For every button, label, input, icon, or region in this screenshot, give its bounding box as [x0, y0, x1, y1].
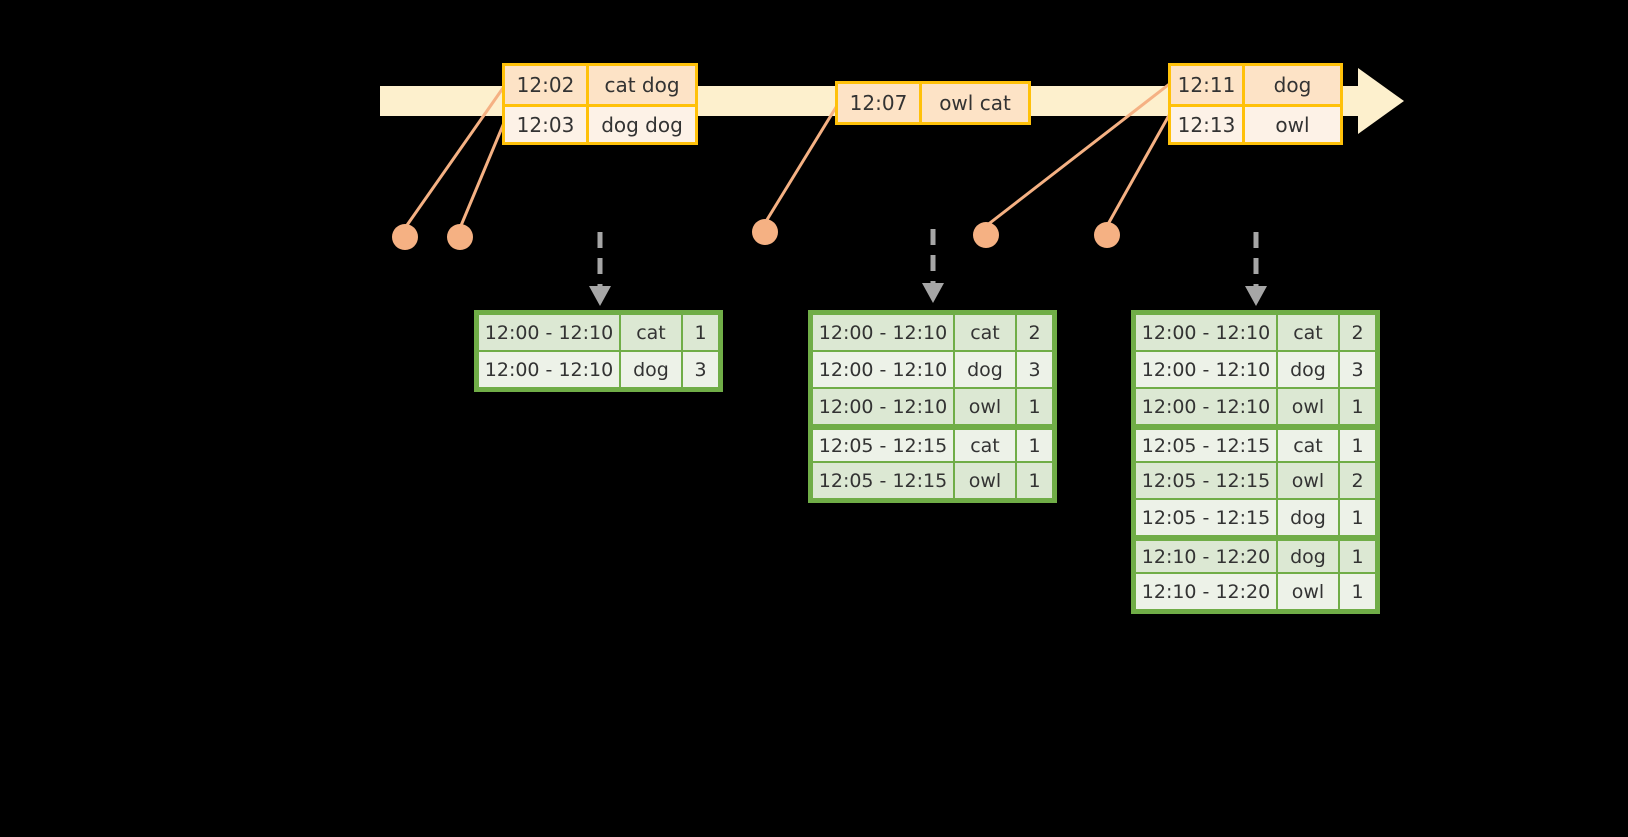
- cell-window: 12:10 - 12:20: [1135, 573, 1277, 610]
- cell-window: 12:05 - 12:15: [812, 429, 954, 462]
- event-row: 12:03 dog dog: [505, 104, 695, 142]
- cell-key: dog: [1277, 499, 1339, 536]
- cell-count: 2: [1339, 314, 1376, 351]
- emit-arrow-2-icon: [922, 229, 944, 303]
- event-value: dog dog: [589, 107, 695, 142]
- cell-count: 3: [682, 351, 719, 388]
- event-value: cat dog: [589, 66, 695, 104]
- cell-window: 12:00 - 12:10: [1135, 314, 1277, 351]
- cell-key: owl: [954, 462, 1016, 499]
- cell-window: 12:00 - 12:10: [478, 351, 620, 388]
- event-box-3: 12:11 dog 12:13 owl: [1168, 63, 1343, 145]
- event-dot-1203: [447, 224, 473, 250]
- cell-key: cat: [620, 314, 682, 351]
- cell-count: 1: [1339, 388, 1376, 425]
- cell-count: 3: [1339, 351, 1376, 388]
- cell-key: dog: [1277, 540, 1339, 573]
- cell-key: dog: [954, 351, 1016, 388]
- cell-window: 12:00 - 12:10: [812, 388, 954, 425]
- emit-arrow-1-icon: [589, 232, 611, 306]
- cell-key: cat: [1277, 314, 1339, 351]
- cell-window: 12:10 - 12:20: [1135, 540, 1277, 573]
- cell-count: 1: [1016, 462, 1053, 499]
- cell-key: owl: [1277, 388, 1339, 425]
- cell-key: cat: [1277, 429, 1339, 462]
- cell-window: 12:05 - 12:15: [1135, 429, 1277, 462]
- cell-count: 1: [1016, 429, 1053, 462]
- event-row: 12:07 owl cat: [838, 84, 1028, 122]
- cell-count: 1: [1339, 540, 1376, 573]
- event-value: dog: [1245, 66, 1340, 104]
- emit-arrow-3-icon: [1245, 232, 1267, 306]
- cell-window: 12:00 - 12:10: [1135, 388, 1277, 425]
- cell-window: 12:00 - 12:10: [1135, 351, 1277, 388]
- cell-key: dog: [620, 351, 682, 388]
- event-dot-1202: [392, 224, 418, 250]
- cell-count: 1: [1339, 573, 1376, 610]
- cell-count: 3: [1016, 351, 1053, 388]
- event-box-2: 12:07 owl cat: [835, 81, 1031, 125]
- event-row: 12:02 cat dog: [505, 66, 695, 104]
- cell-key: owl: [954, 388, 1016, 425]
- cell-window: 12:00 - 12:10: [478, 314, 620, 351]
- cell-window: 12:05 - 12:15: [1135, 499, 1277, 536]
- cell-count: 1: [1339, 429, 1376, 462]
- cell-count: 1: [1339, 499, 1376, 536]
- event-row: 12:11 dog: [1171, 66, 1340, 104]
- event-time: 12:03: [505, 107, 589, 142]
- cell-key: owl: [1277, 462, 1339, 499]
- timeline-arrow-icon: [1358, 68, 1404, 134]
- event-time: 12:02: [505, 66, 589, 104]
- event-row: 12:13 owl: [1171, 104, 1340, 142]
- cell-window: 12:00 - 12:10: [812, 314, 954, 351]
- cell-count: 2: [1016, 314, 1053, 351]
- event-time: 12:13: [1171, 107, 1245, 142]
- event-dot-1207: [752, 219, 778, 245]
- cell-key: cat: [954, 429, 1016, 462]
- event-time: 12:07: [838, 84, 922, 122]
- event-dot-1213: [1094, 222, 1120, 248]
- cell-window: 12:05 - 12:15: [1135, 462, 1277, 499]
- event-box-1: 12:02 cat dog 12:03 dog dog: [502, 63, 698, 145]
- cell-window: 12:00 - 12:10: [812, 351, 954, 388]
- cell-key: cat: [954, 314, 1016, 351]
- event-time: 12:11: [1171, 66, 1245, 104]
- event-value: owl cat: [922, 84, 1028, 122]
- cell-window: 12:05 - 12:15: [812, 462, 954, 499]
- event-value: owl: [1245, 107, 1340, 142]
- cell-key: dog: [1277, 351, 1339, 388]
- cell-key: owl: [1277, 573, 1339, 610]
- cell-count: 1: [1016, 388, 1053, 425]
- cell-count: 1: [682, 314, 719, 351]
- cell-count: 2: [1339, 462, 1376, 499]
- event-dot-1211: [973, 222, 999, 248]
